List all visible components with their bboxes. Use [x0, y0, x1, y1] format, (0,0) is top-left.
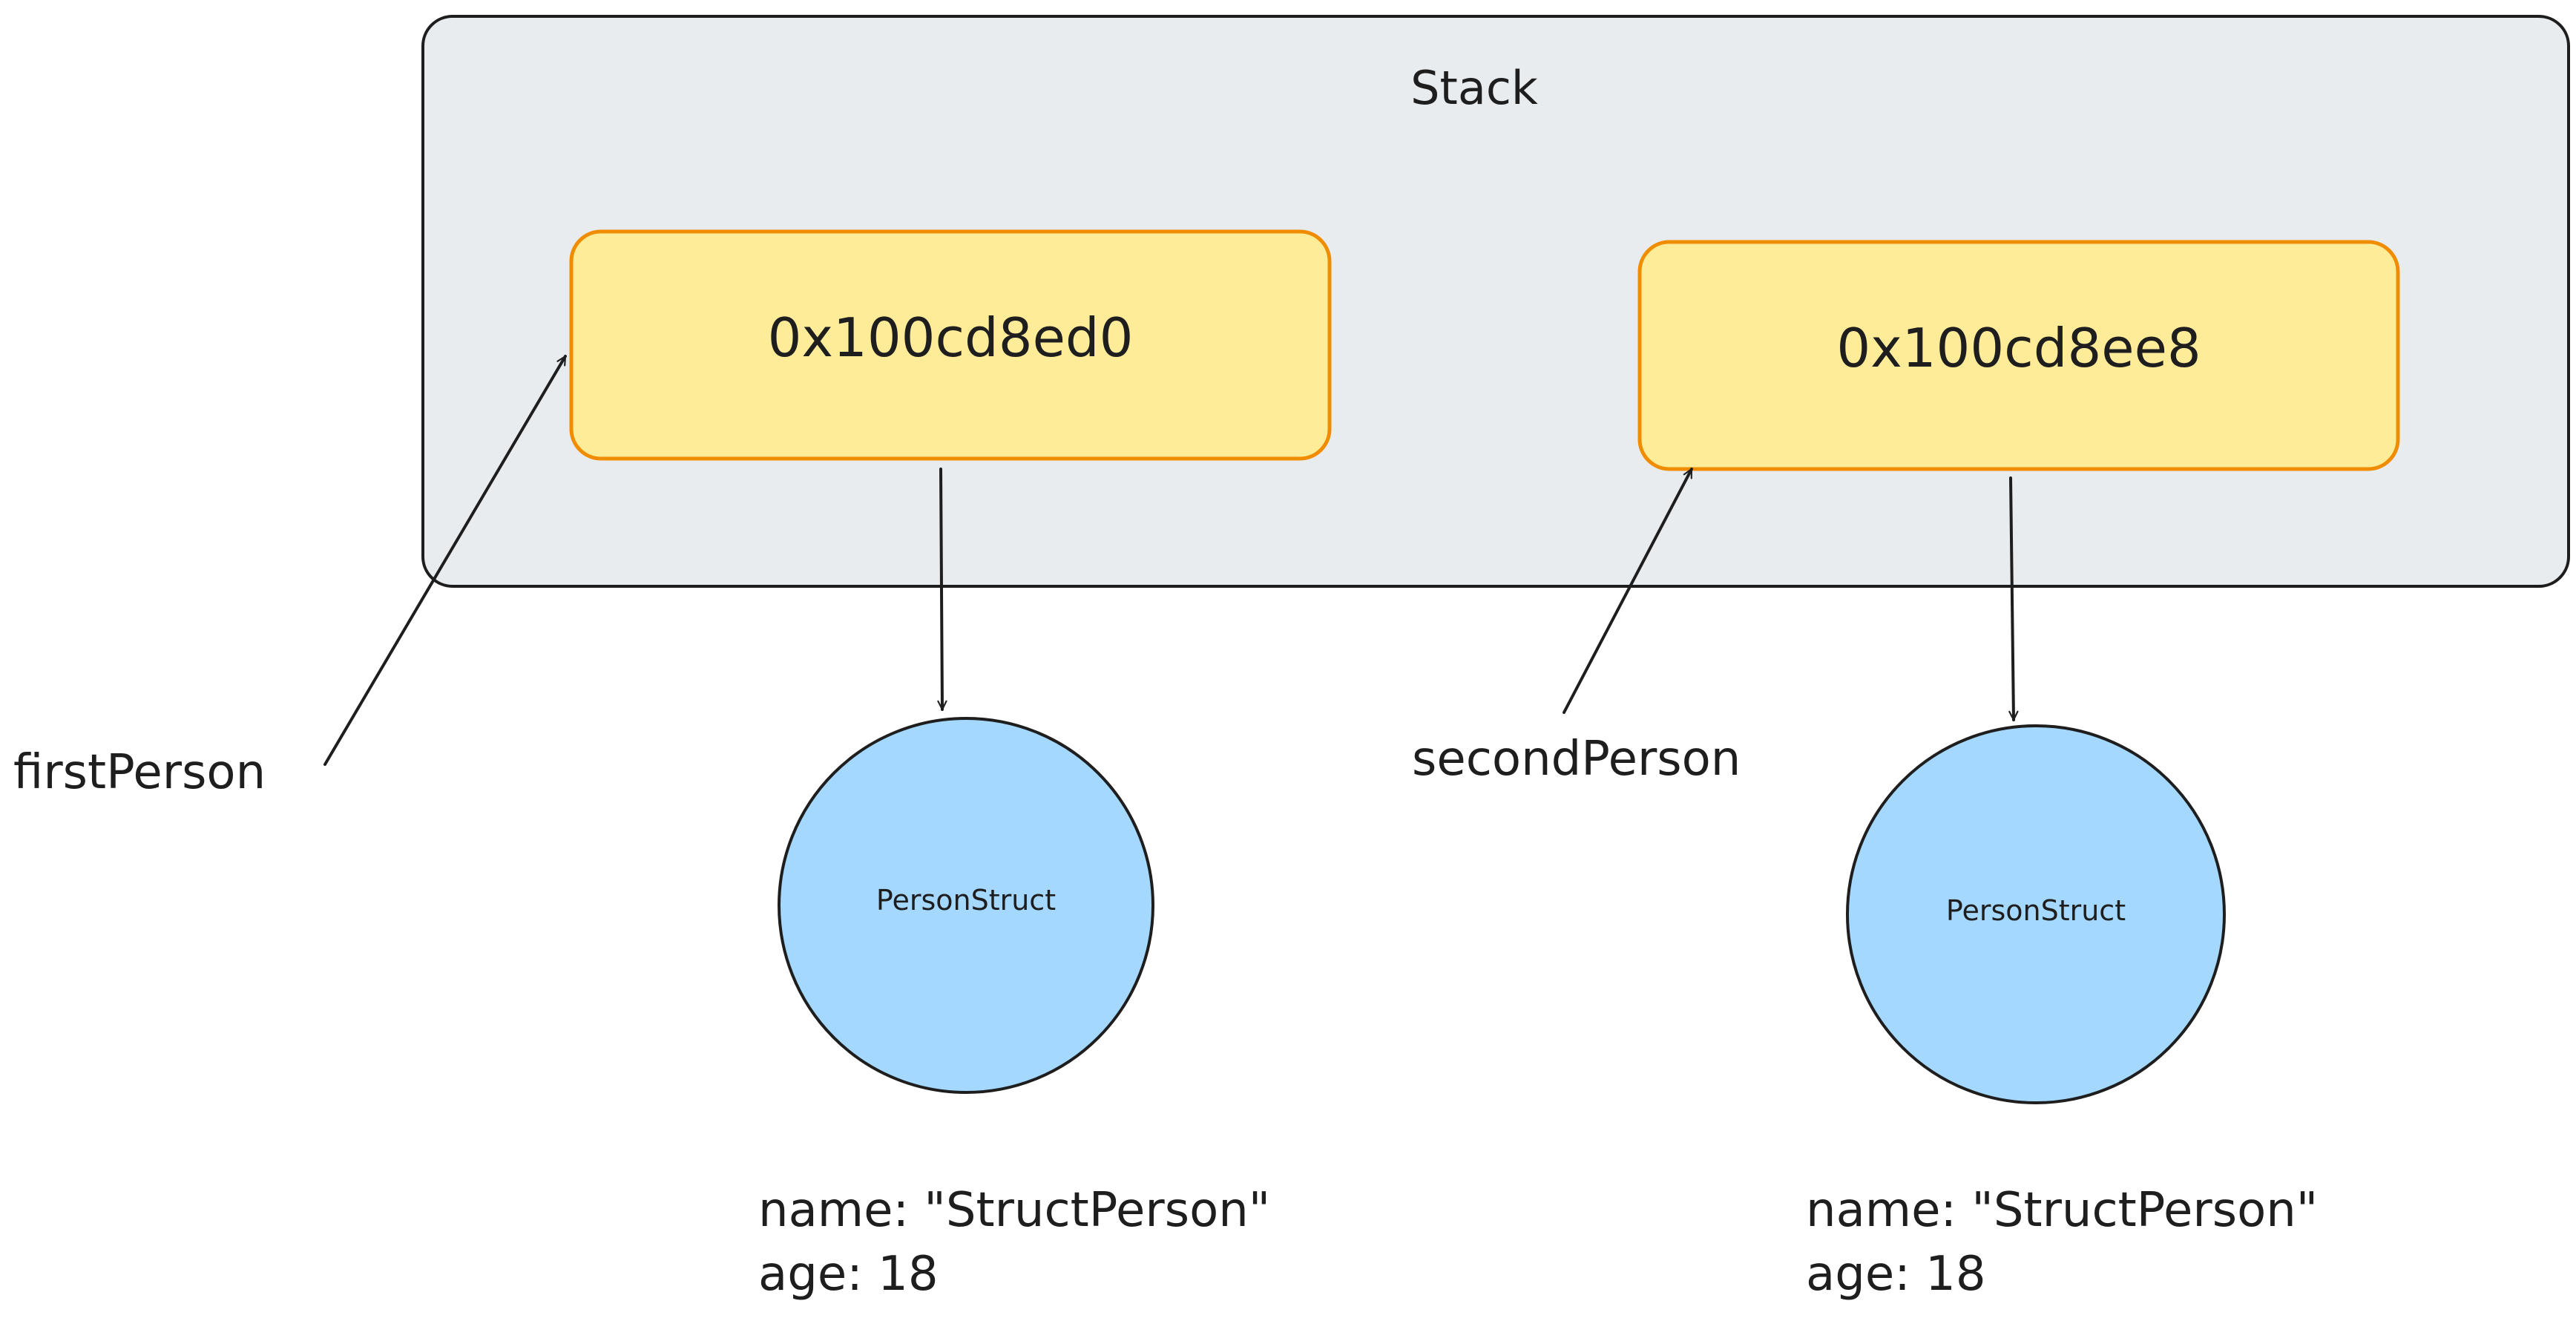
variable-label-first: firstPerson [13, 745, 266, 800]
address-cell-first: 0x100cd8ed0 [569, 229, 1332, 461]
second-person-arrow [1563, 468, 1693, 714]
first-person-arrow [323, 355, 567, 766]
struct-age-field-second: age: 18 [1806, 1247, 1986, 1302]
struct-circle-first [778, 717, 1154, 1094]
address-box-second [1637, 240, 2400, 471]
struct-fields-first: name: "StructPerson" age: 18 [758, 1183, 1270, 1302]
address-box-first [569, 229, 1332, 461]
struct-object-second: PersonStruct [1846, 724, 2226, 1104]
struct-name-field-second: name: "StructPerson" [1806, 1183, 2318, 1238]
struct-label-first: PersonStruct [876, 884, 1056, 917]
struct-fields-second: name: "StructPerson" age: 18 [1806, 1183, 2318, 1302]
struct-name-field-first: name: "StructPerson" [758, 1183, 1270, 1238]
second-address-to-object-arrow [2008, 476, 2019, 721]
struct-age-field-first: age: 18 [758, 1247, 939, 1302]
address-cell-second: 0x100cd8ee8 [1637, 240, 2400, 471]
struct-object-first: PersonStruct [778, 717, 1154, 1094]
struct-label-second: PersonStruct [1946, 894, 2126, 927]
stack-title: Stack [1410, 61, 1538, 115]
struct-circle-second [1846, 724, 2226, 1104]
address-value-first: 0x100cd8ed0 [768, 307, 1134, 369]
first-address-to-object-arrow [937, 468, 947, 711]
variable-label-second: secondPerson [1412, 732, 1741, 787]
address-value-second: 0x100cd8ee8 [1836, 317, 2201, 379]
